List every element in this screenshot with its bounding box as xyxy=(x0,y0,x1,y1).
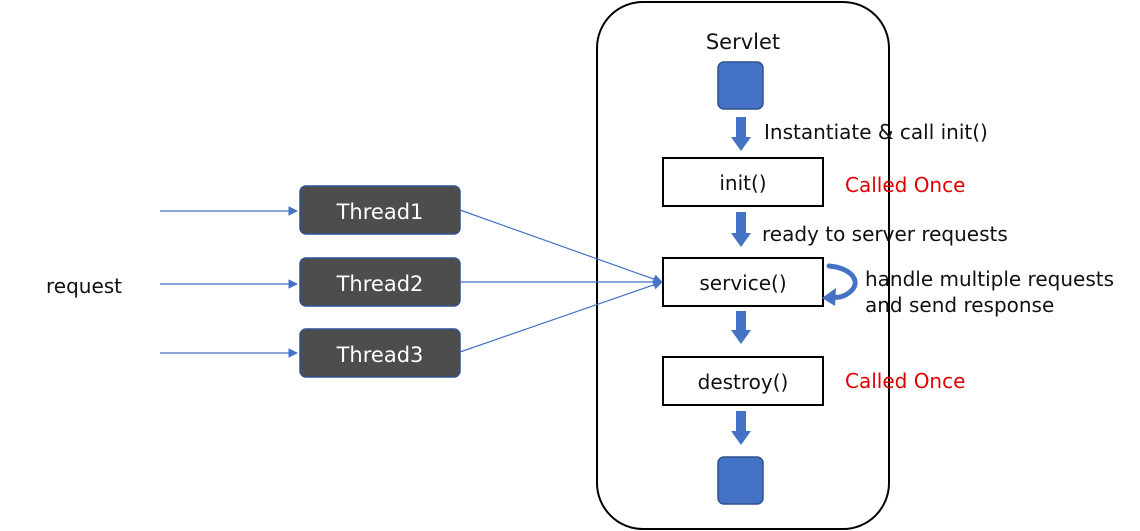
thread1-to-service xyxy=(459,209,663,284)
service-label: service() xyxy=(699,271,786,295)
handle-label-line1: handle multiple requests xyxy=(865,267,1114,291)
init-box xyxy=(662,157,824,207)
thread-label-1: Thread1 xyxy=(336,200,424,224)
handle-label-line2: and send response xyxy=(865,293,1054,317)
init-called-once-note: Called Once xyxy=(845,173,965,197)
thread-label-2: Thread2 xyxy=(336,272,424,296)
thread-label-3: Thread3 xyxy=(336,343,424,367)
service-box xyxy=(662,257,824,307)
request-label: request xyxy=(46,274,122,298)
end-node xyxy=(717,456,764,505)
arrow-start-to-init xyxy=(731,117,751,151)
service-loop-arrow xyxy=(826,263,858,300)
arrow-init-to-service xyxy=(731,212,751,247)
arrow-destroy-to-end xyxy=(731,411,751,445)
instantiate-label: Instantiate & call init() xyxy=(764,120,988,144)
start-node xyxy=(717,61,764,110)
thread-box-3 xyxy=(299,328,461,378)
destroy-label: destroy() xyxy=(698,370,789,394)
arrow-service-to-destroy xyxy=(731,311,751,344)
service-loop-arrowhead xyxy=(822,288,836,306)
init-label: init() xyxy=(719,171,766,195)
destroy-called-once-note: Called Once xyxy=(845,369,965,393)
destroy-box xyxy=(662,356,824,406)
thread3-to-service xyxy=(459,280,663,353)
servlet-title: Servlet xyxy=(706,30,780,54)
ready-label: ready to server requests xyxy=(762,222,1008,246)
